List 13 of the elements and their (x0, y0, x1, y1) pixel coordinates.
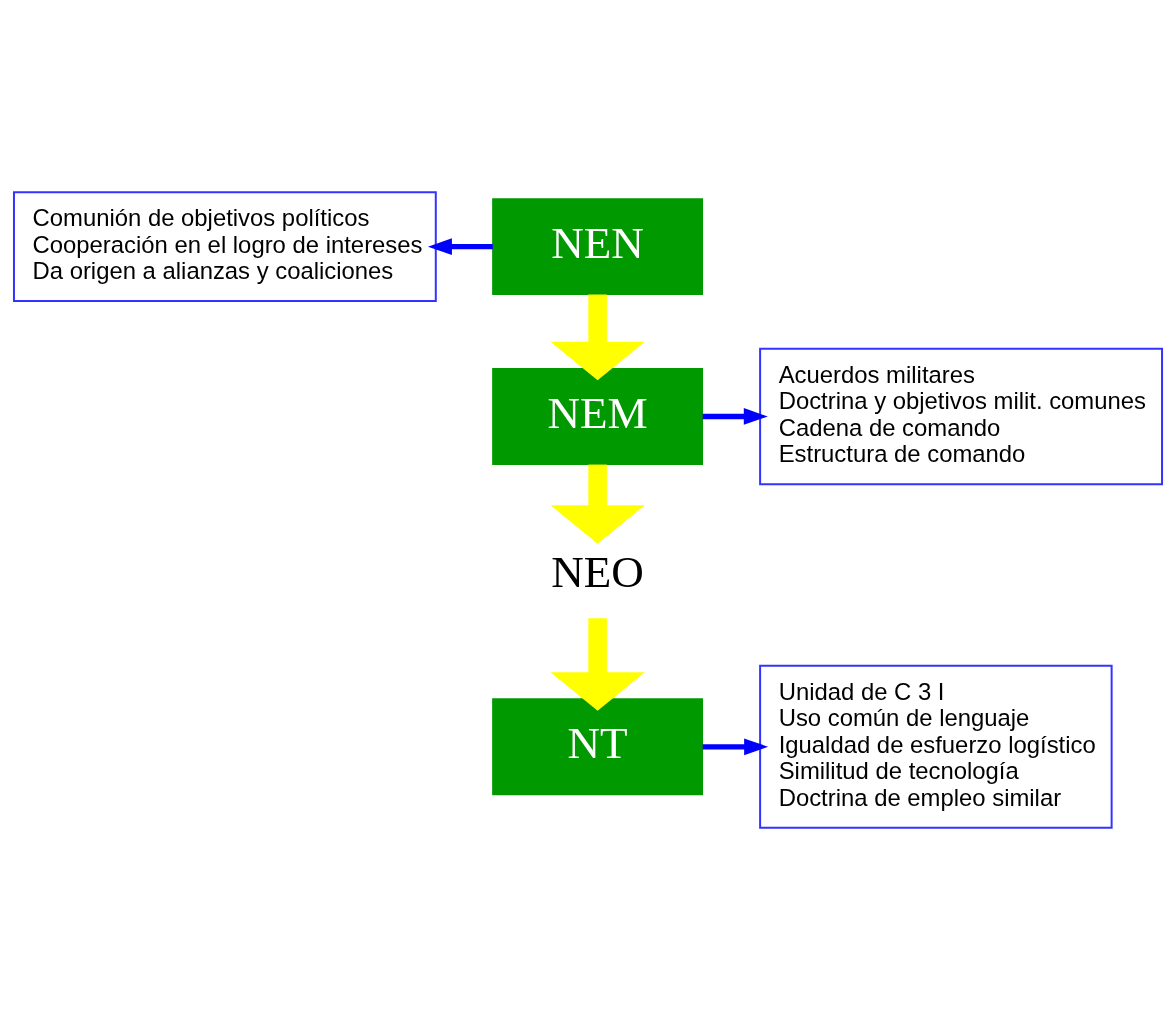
node-box: Unidad de C 3 I Uso común de lenguaje Igualdad de esfuerzo logístico Similitud de tecnología Doctrina de empleo similar (759, 664, 1113, 829)
node-box: Acuerdos militares Doctrina y objetivos milit. comunes Cadena de comando Estructura de comando (759, 347, 1164, 485)
arrow (550, 617, 645, 711)
arrow (702, 737, 769, 755)
node-box: NEM (492, 367, 704, 465)
node-box: NT (492, 697, 704, 795)
arrow (550, 294, 645, 380)
arrow (702, 407, 768, 425)
node-text: NEO (551, 546, 644, 597)
node-box: NEN (492, 197, 704, 295)
arrow (427, 237, 493, 255)
node-box: Comunión de objetivos políticos Cooperación en el logro de intereses Da origen a alianzas y coaliciones (12, 190, 437, 302)
arrow (550, 464, 645, 544)
